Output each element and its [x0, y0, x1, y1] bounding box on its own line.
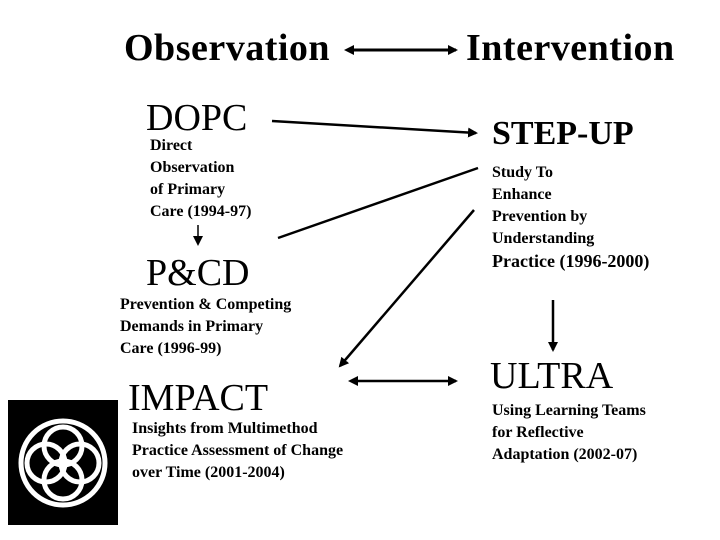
- stepup-line: Enhance: [492, 186, 552, 203]
- pcd-line: Prevention & Competing: [120, 296, 292, 313]
- interlocking-rings-logo-icon: [8, 400, 118, 525]
- ultra-line: for Reflective: [492, 424, 584, 441]
- ultra-line: Using Learning Teams: [492, 402, 646, 419]
- dopc-line: of Primary: [150, 181, 226, 198]
- impact-title: IMPACT: [128, 377, 269, 419]
- pcd-line: Care (1996-99): [120, 340, 222, 357]
- pcd-line: Demands in Primary: [120, 318, 264, 335]
- stepup-line: Practice (1996-2000): [492, 251, 650, 271]
- stepup-line: Prevention by: [492, 208, 588, 225]
- impact-description: Insights from Multimethod Practice Asses…: [132, 418, 343, 484]
- stepup-line: Study To: [492, 164, 553, 181]
- stepup-line: Understanding: [492, 230, 595, 247]
- intervention-header: Intervention: [466, 27, 675, 69]
- stepup-to-impact-arrow: [338, 209, 475, 368]
- observation-header: Observation: [124, 27, 331, 69]
- dopc-line: Direct: [150, 137, 193, 154]
- impact-line: Practice Assessment of Change: [132, 442, 344, 459]
- dopc-line: Care (1994-97): [150, 203, 252, 220]
- impact-line: over Time (2001-2004): [132, 464, 285, 481]
- ultra-line: Adaptation (2002-07): [492, 446, 638, 463]
- impact-line: Insights from Multimethod: [132, 420, 318, 437]
- stepup-title: STEP-UP: [492, 115, 634, 152]
- dopc-to-stepup-arrow: [271, 119, 478, 138]
- stepup-description: Study To Enhance Prevention by Understan…: [492, 162, 649, 272]
- dopc-line: Observation: [150, 159, 235, 176]
- dopc-title: DOPC: [146, 97, 248, 139]
- pcd-title: P&CD: [146, 252, 250, 294]
- ultra-title: ULTRA: [490, 355, 614, 397]
- ultra-description: Using Learning Teams for Reflective Adap…: [492, 400, 646, 466]
- stepup-to-dopc-arrow: [277, 166, 479, 240]
- dopc-description: Direct Observation of Primary Care (1994…: [150, 135, 251, 223]
- pcd-description: Prevention & Competing Demands in Primar…: [120, 294, 291, 360]
